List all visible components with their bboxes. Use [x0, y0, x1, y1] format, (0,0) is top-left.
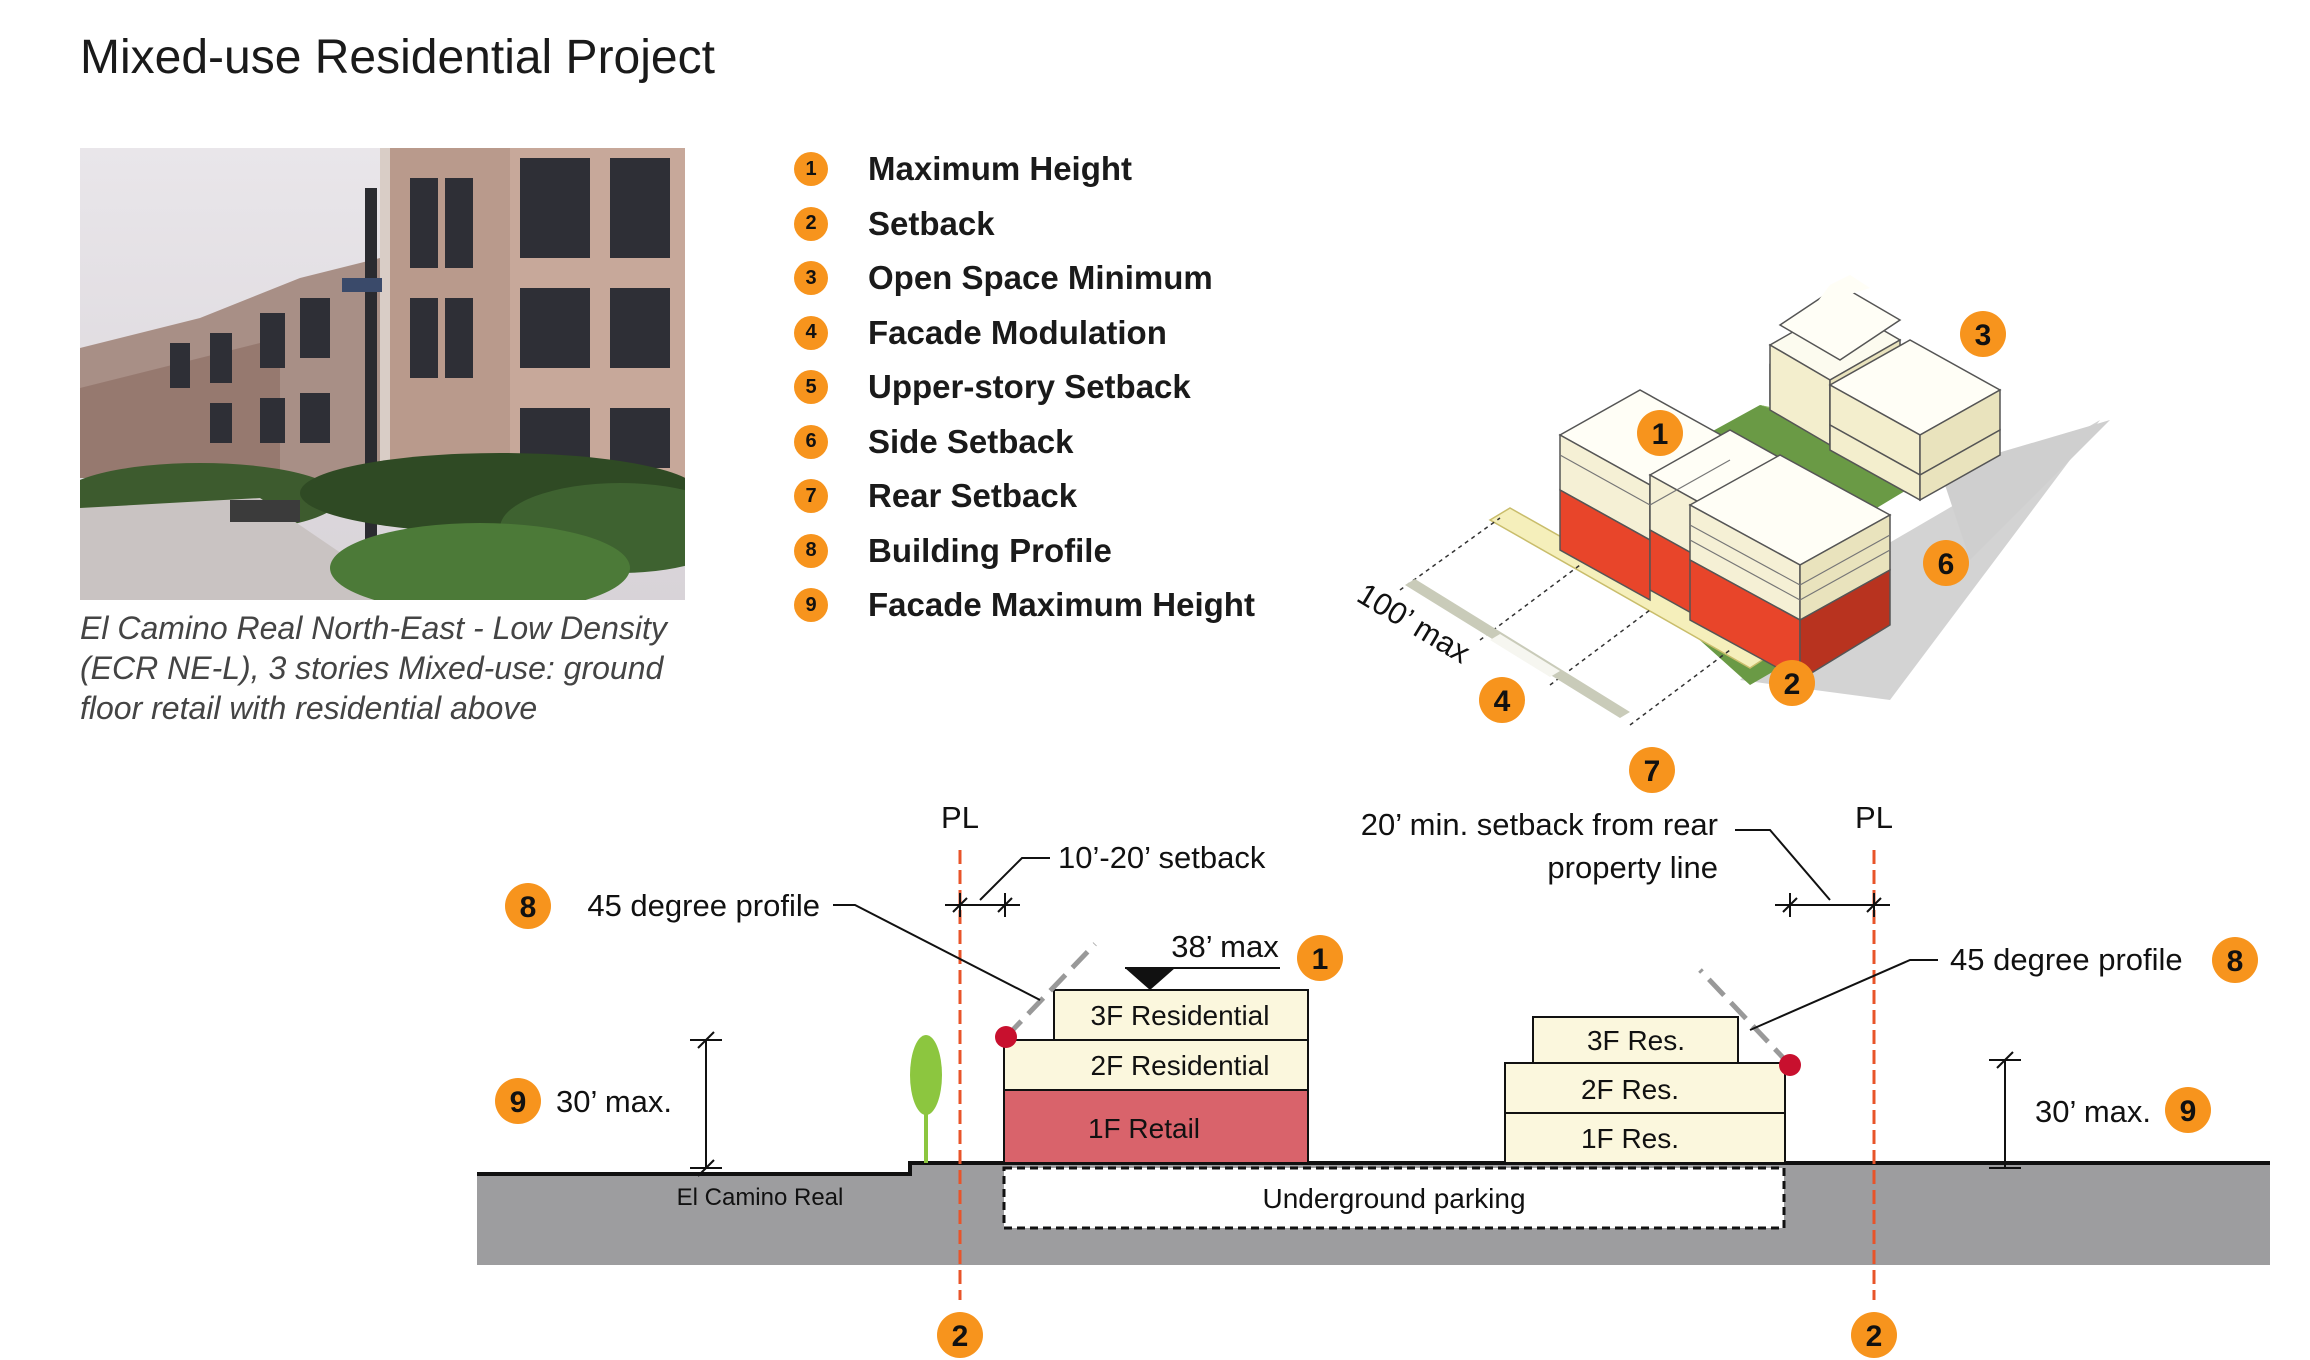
svg-text:2: 2 — [1784, 668, 1801, 701]
section-marker-8-left: 8 — [505, 883, 551, 929]
rear-floor-3f — [1532, 1016, 1739, 1064]
svg-text:8: 8 — [2227, 945, 2244, 978]
legend-number-badge: 5 — [794, 370, 828, 405]
svg-text:2: 2 — [952, 1320, 969, 1353]
section-view: El Camino Real Underground parking 1F Re… — [477, 800, 2270, 1358]
svg-text:3: 3 — [1975, 319, 1992, 352]
tree-icon — [910, 1035, 942, 1115]
legend-label: Facade Modulation — [868, 313, 1167, 351]
legend-label: Rear Setback — [868, 477, 1078, 515]
iso-marker-4: 4 — [1479, 677, 1525, 723]
rear-floor-1f — [1504, 1112, 1786, 1164]
svg-text:6: 6 — [1938, 548, 1955, 581]
legend-item: 6 Side Setback — [794, 415, 1255, 470]
legend-number-badge: 8 — [794, 533, 828, 568]
legend-label: Building Profile — [868, 531, 1112, 569]
profile-point-right — [1779, 1054, 1801, 1076]
isometric-view: 100’ max — [1351, 275, 2110, 793]
setback-front-label: 10’-20’ setback — [1058, 840, 1266, 875]
front-floor-3f — [1053, 989, 1309, 1041]
legend-label: Facade Maximum Height — [868, 586, 1255, 624]
profile-right-label: 45 degree profile — [1950, 942, 2183, 977]
legend-number-badge: 7 — [794, 479, 828, 514]
svg-text:9: 9 — [510, 1086, 527, 1119]
rear-floor-2f — [1504, 1062, 1786, 1114]
legend-number-badge: 3 — [794, 261, 828, 296]
iso-marker-2: 2 — [1769, 660, 1815, 706]
legend-number-badge: 1 — [794, 152, 828, 187]
page-title: Mixed-use Residential Project — [80, 31, 715, 84]
pl-label-left: PL — [941, 800, 979, 835]
svg-text:1: 1 — [1652, 418, 1669, 451]
section-marker-2-right: 2 — [1851, 1312, 1897, 1358]
rear-floor-label: 2F Res. — [1581, 1074, 1679, 1105]
front-floor-label: 1F Retail — [1088, 1113, 1200, 1144]
iso-front-building — [1558, 389, 1892, 682]
front-floor-1f — [1003, 1089, 1309, 1164]
max-height-label: 38’ max — [1171, 929, 1279, 964]
svg-text:2: 2 — [1866, 1320, 1883, 1353]
section-marker-9-left: 9 — [495, 1078, 541, 1124]
facade-right-label: 30’ max. — [2035, 1094, 2151, 1129]
rear-setback-label-2: property line — [1547, 850, 1718, 885]
legend-label: Maximum Height — [868, 150, 1133, 188]
photo-caption: El Camino Real North-East - Low Density … — [80, 610, 667, 726]
street-label: El Camino Real — [677, 1184, 844, 1211]
legend-number-badge: 6 — [794, 424, 828, 459]
section-marker-1: 1 — [1297, 935, 1343, 981]
front-floor-label: 2F Residential — [1091, 1050, 1270, 1081]
parking-label: Underground parking — [1262, 1183, 1525, 1214]
svg-text:8: 8 — [520, 891, 537, 924]
iso-marker-6: 6 — [1923, 540, 1969, 586]
legend-item: 1 Maximum Height — [794, 142, 1255, 197]
legend-number-badge: 4 — [794, 315, 828, 350]
legend: 1 Maximum Height 2 Setback 3 Open Space Min… — [794, 142, 1255, 633]
svg-text:1: 1 — [1312, 943, 1329, 976]
svg-text:9: 9 — [2180, 1095, 2197, 1128]
legend-item: 8 Building Profile — [794, 524, 1255, 579]
legend-label: Upper-story Setback — [868, 368, 1191, 406]
profile-left-label: 45 degree profile — [587, 888, 820, 923]
rear-setback-label-1: 20’ min. setback from rear — [1361, 807, 1718, 842]
front-floor-2f — [1003, 1039, 1309, 1091]
legend-item: 2 Setback — [794, 197, 1255, 252]
legend-item: 4 Facade Modulation — [794, 306, 1255, 361]
legend-number-badge: 9 — [794, 588, 828, 623]
section-marker-8-right: 8 — [2212, 937, 2258, 983]
facade-left-label: 30’ max. — [556, 1084, 672, 1119]
legend-label: Setback — [868, 204, 995, 242]
front-floor-label: 3F Residential — [1091, 1000, 1270, 1031]
legend-item: 9 Facade Maximum Height — [794, 578, 1255, 633]
section-marker-9-right: 9 — [2165, 1087, 2211, 1133]
building-photo — [60, 148, 740, 613]
iso-rear-building — [1768, 275, 2002, 502]
svg-text:7: 7 — [1644, 755, 1661, 788]
iso-marker-3: 3 — [1960, 311, 2006, 357]
iso-marker-1: 1 — [1637, 410, 1683, 456]
rear-floor-label: 1F Res. — [1581, 1123, 1679, 1154]
legend-item: 5 Upper-story Setback — [794, 360, 1255, 415]
legend-label: Open Space Minimum — [868, 259, 1213, 297]
rear-floor-label: 3F Res. — [1587, 1025, 1685, 1056]
legend-label: Side Setback — [868, 422, 1074, 460]
legend-item: 7 Rear Setback — [794, 469, 1255, 524]
iso-marker-7: 7 — [1629, 747, 1675, 793]
svg-text:4: 4 — [1494, 685, 1511, 718]
pl-label-right: PL — [1855, 800, 1893, 835]
profile-point-left — [995, 1026, 1017, 1048]
legend-number-badge: 2 — [794, 206, 828, 241]
legend-item: 3 Open Space Minimum — [794, 251, 1255, 306]
underground-parking — [1002, 1166, 1786, 1230]
section-marker-2-left: 2 — [937, 1312, 983, 1358]
